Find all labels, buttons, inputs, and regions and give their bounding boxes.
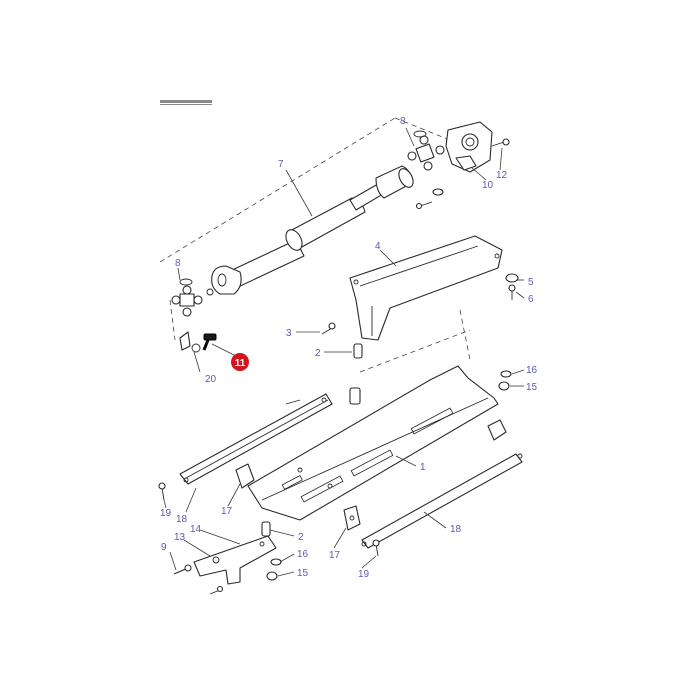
universal-joint-part-8-upper[interactable]: [407, 130, 445, 171]
washer-part-16-right[interactable]: [500, 370, 512, 378]
bolt-part-6[interactable]: [508, 284, 516, 300]
support-rail-part-18-left[interactable]: [179, 393, 333, 485]
callout-12[interactable]: 12: [496, 170, 508, 181]
callout-15-right[interactable]: 15: [526, 382, 538, 393]
callout-3[interactable]: 3: [286, 328, 292, 339]
callout-10[interactable]: 10: [482, 180, 494, 191]
callout-16-right[interactable]: 16: [526, 365, 538, 376]
bolt-part-3[interactable]: [321, 322, 336, 335]
callout-1[interactable]: 1: [420, 462, 426, 473]
bolt-part-19-right[interactable]: [372, 539, 380, 557]
shaft-guard-bracket-part-4[interactable]: [349, 235, 503, 341]
assembly-frame-lines: [159, 117, 471, 373]
stud-part-2-upper[interactable]: [353, 343, 363, 359]
lower-bracket-part-13[interactable]: [193, 535, 277, 585]
callout-2-upper[interactable]: 2: [315, 348, 321, 359]
bracket-part-17-left[interactable]: [235, 463, 255, 489]
rail-clip-left[interactable]: [285, 399, 301, 405]
callout-19-right[interactable]: 19: [358, 569, 370, 580]
support-rail-part-18-right[interactable]: [361, 453, 523, 549]
callout-11-label: 11: [235, 358, 246, 369]
bushing-small[interactable]: [349, 387, 361, 405]
bolt-part-12[interactable]: [491, 138, 510, 147]
callout-13[interactable]: 13: [174, 532, 186, 543]
callout-labels: 7 8 10 12 4 5 6 3 2 8 20 1 16 15 19 18 1…: [160, 116, 538, 580]
callout-18-left[interactable]: 18: [176, 514, 188, 525]
clip-part-20[interactable]: [179, 331, 201, 353]
callout-leaders: [163, 127, 525, 577]
callout-16-lower[interactable]: 16: [297, 549, 309, 560]
callout-8-lower[interactable]: 8: [175, 258, 181, 269]
callout-17-right[interactable]: 17: [329, 550, 341, 561]
callout-8-upper[interactable]: 8: [400, 116, 406, 127]
bolt-part-9[interactable]: [173, 564, 192, 575]
callout-17-left[interactable]: 17: [221, 506, 233, 517]
callout-6[interactable]: 6: [528, 294, 534, 305]
callout-20[interactable]: 20: [205, 374, 217, 385]
nut-part-5[interactable]: [505, 273, 519, 283]
mounting-block-right[interactable]: [487, 419, 507, 441]
callout-5[interactable]: 5: [528, 277, 534, 288]
callout-18-right[interactable]: 18: [450, 524, 462, 535]
callout-15-lower[interactable]: 15: [297, 568, 309, 579]
callout-7[interactable]: 7: [278, 159, 284, 170]
bearing-housing-part-10[interactable]: [432, 121, 493, 196]
callout-14[interactable]: 14: [190, 524, 202, 535]
callout-11-highlighted[interactable]: 11: [231, 353, 249, 371]
callout-9[interactable]: 9: [161, 542, 167, 553]
main-guard-plate-part-1[interactable]: [247, 365, 499, 521]
callout-19-left[interactable]: 19: [160, 508, 172, 519]
callout-4[interactable]: 4: [375, 241, 381, 252]
bracket-part-17-right[interactable]: [343, 505, 361, 531]
bolt-part-11-highlighted[interactable]: [202, 333, 217, 351]
drive-shaft-part-7[interactable]: [211, 165, 416, 295]
nut-part-15-right[interactable]: [498, 381, 510, 391]
universal-joint-part-8-lower[interactable]: [171, 278, 214, 317]
diagram-reference-mark: [160, 100, 212, 105]
callout-2-lower[interactable]: 2: [298, 532, 304, 543]
nut-part-15-lower[interactable]: [266, 571, 278, 581]
bolt-shaft-fixing[interactable]: [415, 201, 433, 210]
stud-part-2-lower[interactable]: [261, 521, 271, 537]
washer-part-16-lower[interactable]: [270, 558, 282, 566]
fastener-lower[interactable]: [209, 585, 224, 595]
bolt-part-19-left[interactable]: [158, 482, 166, 501]
